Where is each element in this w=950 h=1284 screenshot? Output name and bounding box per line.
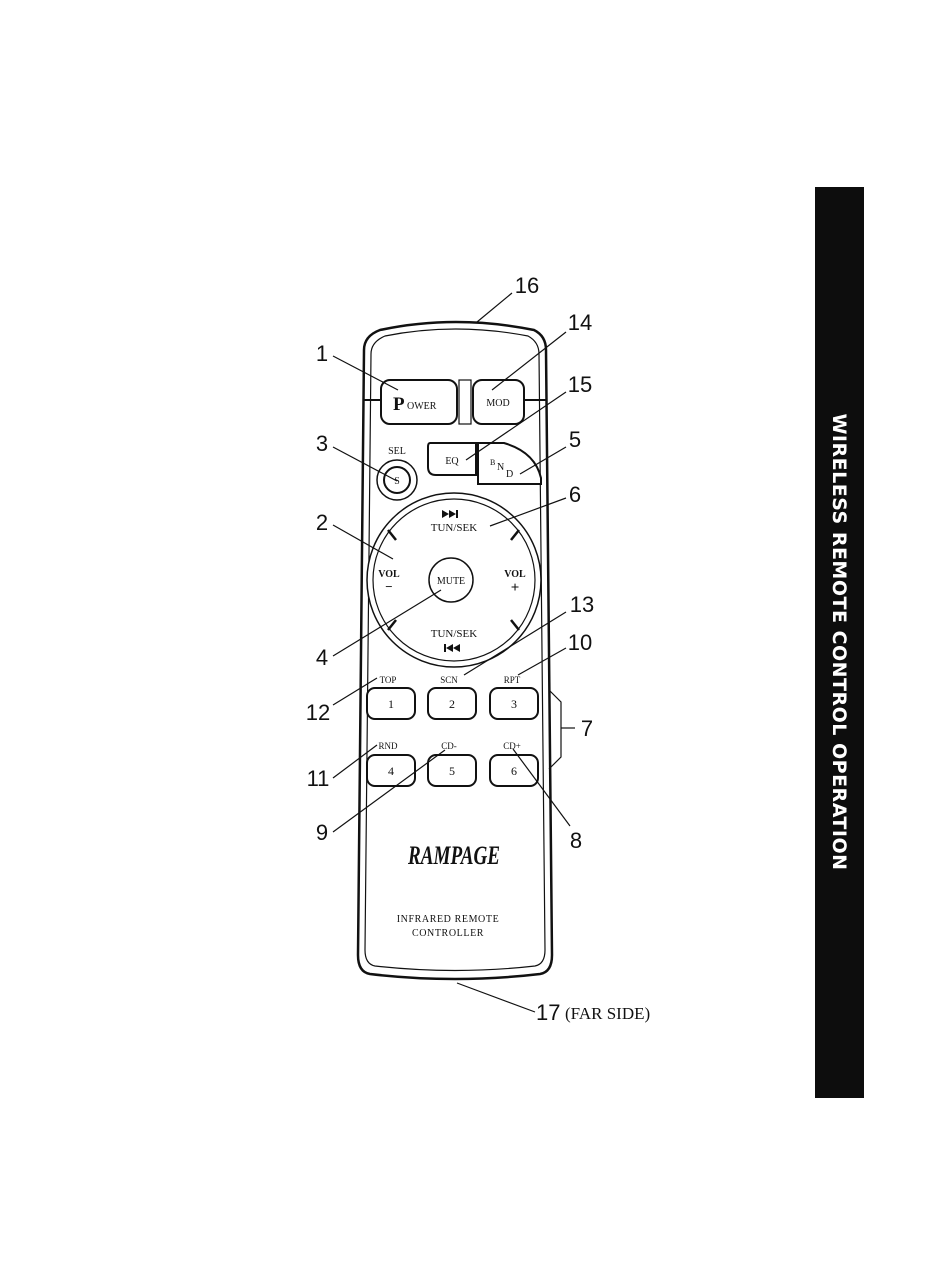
callout-16: 16	[515, 273, 539, 298]
preset-button-1[interactable]: 1	[367, 688, 415, 719]
preset-label-top: TOP	[380, 675, 397, 685]
bnd-label-n: N	[497, 462, 504, 473]
power-mod-divider	[459, 380, 471, 424]
callout-11: 11	[307, 766, 330, 791]
preset-button-3[interactable]: 3	[490, 688, 538, 719]
callout-3: 3	[316, 431, 328, 456]
preset-key-6: 6	[511, 764, 517, 778]
preset-key-3: 3	[511, 697, 517, 711]
section-title: WIRELESS REMOTE CONTROL OPERATION	[827, 192, 851, 1092]
callout-4: 4	[316, 645, 328, 670]
callout-10: 10	[568, 630, 592, 655]
callout-8: 8	[570, 828, 582, 853]
preset-key-4: 4	[388, 764, 394, 778]
vol-minus-sign: −	[385, 579, 392, 594]
brand-logo: RAMPAGE	[407, 841, 500, 870]
sel-button[interactable]: S	[377, 460, 417, 500]
callout-14: 14	[568, 310, 592, 335]
callout-13: 13	[570, 592, 594, 617]
section-side-tab: WIRELESS REMOTE CONTROL OPERATION	[815, 187, 864, 1098]
callout-7: 7	[581, 716, 593, 741]
tun-sek-down-label[interactable]: TUN/SEK	[431, 628, 478, 640]
power-label-rest: OWER	[407, 401, 437, 412]
preset-key-1: 1	[388, 697, 394, 711]
mute-label: MUTE	[437, 576, 465, 587]
vol-plus-label: VOL	[504, 569, 526, 580]
tun-sek-up-label[interactable]: TUN/SEK	[431, 522, 478, 534]
preset-button-4[interactable]: 4	[367, 755, 415, 786]
bnd-label-d: D	[506, 469, 513, 480]
mod-button[interactable]: MOD	[473, 380, 524, 424]
preset-label-scn: SCN	[440, 675, 458, 685]
vol-plus-sign: +	[511, 580, 520, 596]
bnd-label-b: B	[490, 458, 495, 467]
callout-2: 2	[316, 510, 328, 535]
preset-key-5: 5	[449, 764, 455, 778]
sel-button-label: S	[394, 476, 400, 487]
preset-label-cd-plus: CD+	[503, 741, 521, 751]
callout-15: 15	[568, 372, 592, 397]
caption-line-2: CONTROLLER	[412, 928, 484, 939]
power-label-initial: P	[393, 394, 405, 415]
preset-label-rpt: RPT	[504, 675, 521, 685]
mute-button[interactable]: MUTE	[429, 558, 473, 602]
callout-17-note: (FAR SIDE)	[565, 1004, 650, 1023]
callout-17: 17	[536, 1000, 560, 1025]
preset-key-2: 2	[449, 697, 455, 711]
preset-label-cd-minus: CD-	[441, 741, 457, 751]
caption-line-1: INFRARED REMOTE	[397, 914, 500, 925]
mod-label: MOD	[486, 398, 509, 409]
preset-buttons: TOP 1 SCN 2 RPT 3 RND 4 CD- 5 CD+ 6	[367, 675, 538, 786]
callout-5: 5	[569, 427, 581, 452]
callout-1: 1	[316, 341, 328, 366]
callout-12: 12	[306, 700, 330, 725]
bnd-button[interactable]: B N D	[478, 443, 541, 484]
preset-button-6[interactable]: 6	[490, 755, 538, 786]
eq-label: EQ	[445, 456, 459, 467]
preset-button-5[interactable]: 5	[428, 755, 476, 786]
callout-6: 6	[569, 482, 581, 507]
eq-button[interactable]: EQ	[428, 443, 476, 475]
callout-9: 9	[316, 820, 328, 845]
preset-button-2[interactable]: 2	[428, 688, 476, 719]
preset-label-rnd: RND	[378, 741, 398, 751]
sel-label: SEL	[388, 446, 406, 457]
